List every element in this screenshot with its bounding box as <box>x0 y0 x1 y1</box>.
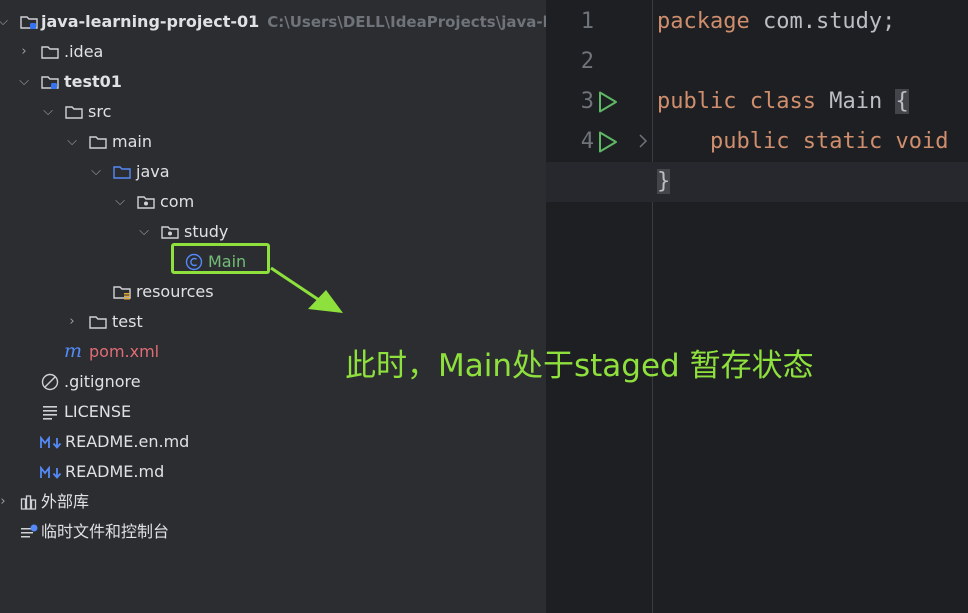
chevron-down-icon[interactable]: ⌵ <box>139 224 149 239</box>
tree-label-pom: pom.xml <box>89 342 160 361</box>
tree-label-scratches: 临时文件和控制台 <box>41 522 170 541</box>
tree-item-readme-en[interactable]: README.en.md <box>0 427 546 457</box>
tree-label-test01: test01 <box>64 72 122 91</box>
tree-item-resources[interactable]: resources <box>0 277 546 307</box>
tree-item-src[interactable]: ⌵ src <box>0 97 546 127</box>
tree-label-study: study <box>184 222 229 241</box>
tree-label-readme-en: README.en.md <box>65 432 190 451</box>
chevron-right-icon[interactable]: › <box>69 314 75 329</box>
chevron-right-icon[interactable]: › <box>0 494 6 509</box>
tree-label-license: LICENSE <box>64 402 132 421</box>
tree-item-study[interactable]: ⌵ study <box>0 217 546 247</box>
code-line-3[interactable]: public class Main { <box>657 89 909 114</box>
line-number: 1 <box>580 9 594 34</box>
tree-label-src: src <box>88 102 112 121</box>
ignore-file-icon <box>41 373 59 391</box>
code-line-4[interactable]: public static void <box>709 129 949 154</box>
scratches-icon <box>20 524 38 540</box>
code-editor[interactable]: 1 2 3 4 7 package com.study; public clas… <box>546 0 968 613</box>
tree-label-resources: resources <box>136 282 214 301</box>
chevron-down-icon[interactable]: ⌵ <box>43 104 53 119</box>
highlight-box <box>171 243 270 274</box>
tree-label-test: test <box>112 312 143 331</box>
folder-icon <box>41 44 59 60</box>
tree-label-external-libraries: 外部库 <box>41 492 90 511</box>
module-folder-icon <box>20 14 38 30</box>
tree-label-java: java <box>136 162 170 181</box>
folder-icon <box>89 314 107 330</box>
chevron-right-icon[interactable]: › <box>21 44 27 59</box>
tree-item-test[interactable]: › test <box>0 307 546 337</box>
annotation-text: 此时，Main处于staged 暂存状态 <box>345 348 814 384</box>
fold-chevron-icon[interactable] <box>636 131 650 151</box>
tree-label-com: com <box>160 192 195 211</box>
project-path: C:\Users\DELL\IdeaProjects\java-lear <box>267 13 546 31</box>
chevron-down-icon[interactable]: ⌵ <box>19 74 29 89</box>
folder-icon <box>89 134 107 150</box>
source-folder-icon <box>113 164 131 180</box>
tree-label-readme: README.md <box>65 462 165 481</box>
markdown-icon <box>40 466 64 482</box>
tree-label-gitignore: .gitignore <box>64 372 141 391</box>
tree-item-test01[interactable]: ⌵ test01 <box>0 67 546 97</box>
library-icon <box>20 494 38 510</box>
chevron-down-icon[interactable]: ⌵ <box>0 14 8 29</box>
markdown-icon <box>40 436 64 452</box>
current-line-highlight <box>546 162 968 202</box>
project-tree-panel: ⌵ java-learning-project-01 C:\Users\DELL\… <box>0 7 546 547</box>
tree-item-pom[interactable]: m pom.xml <box>0 337 546 367</box>
package-icon <box>137 194 155 210</box>
folder-icon <box>65 104 83 120</box>
code-line-7[interactable]: } <box>657 169 671 194</box>
java-class-icon <box>185 253 203 271</box>
code-line-1[interactable]: package com.study; <box>657 9 896 34</box>
tree-item-scratches[interactable]: 临时文件和控制台 <box>0 517 546 547</box>
tree-item-com[interactable]: ⌵ com <box>0 187 546 217</box>
tree-item-java[interactable]: ⌵ java <box>0 157 546 187</box>
resources-folder-icon <box>113 284 131 300</box>
tree-item-gitignore[interactable]: .gitignore <box>0 367 546 397</box>
chevron-down-icon[interactable]: ⌵ <box>115 194 125 209</box>
tree-label-idea: .idea <box>64 42 104 61</box>
tree-item-idea[interactable]: › .idea <box>0 37 546 67</box>
chevron-down-icon[interactable]: ⌵ <box>91 164 101 179</box>
run-gutter-icon[interactable] <box>596 90 620 114</box>
tree-item-project-root[interactable]: ⌵ java-learning-project-01 C:\Users\DELL\… <box>0 7 546 37</box>
run-gutter-icon[interactable] <box>596 130 620 154</box>
line-number: 3 <box>580 89 594 114</box>
tree-item-license[interactable]: LICENSE <box>0 397 546 427</box>
chevron-down-icon[interactable]: ⌵ <box>67 134 77 149</box>
tree-label-main: main <box>112 132 152 151</box>
module-folder-icon <box>41 74 59 90</box>
project-name: java-learning-project-01 <box>41 12 260 31</box>
package-icon <box>161 224 179 240</box>
text-file-icon <box>41 404 59 420</box>
tree-item-main-class[interactable]: Main <box>0 247 546 277</box>
gutter-divider <box>652 0 653 613</box>
tree-label-main-class: Main <box>208 252 247 271</box>
tree-item-readme[interactable]: README.md <box>0 457 546 487</box>
maven-icon: m <box>64 340 83 362</box>
line-number: 4 <box>580 129 594 154</box>
tree-item-main-folder[interactable]: ⌵ main <box>0 127 546 157</box>
line-number: 2 <box>580 49 594 74</box>
tree-item-external-libraries[interactable]: › 外部库 <box>0 487 546 517</box>
